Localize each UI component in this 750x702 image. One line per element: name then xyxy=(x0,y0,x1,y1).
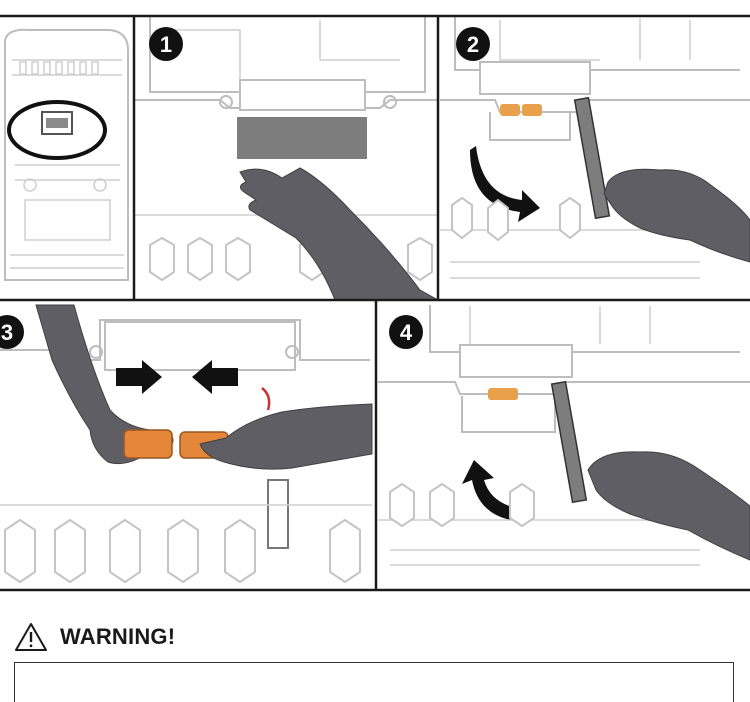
step-badge-2: 2 xyxy=(456,27,490,61)
panel-borders xyxy=(0,14,750,592)
svg-text:1: 1 xyxy=(160,32,172,57)
svg-text:4: 4 xyxy=(400,320,413,345)
step-1-panel xyxy=(135,16,440,301)
svg-text:2: 2 xyxy=(467,32,479,57)
step-3-panel xyxy=(0,304,373,584)
step-badge-4: 4 xyxy=(389,315,423,349)
hand-right-step-3 xyxy=(199,403,373,470)
hand-step-2 xyxy=(603,168,750,263)
rotate-arrow-step-4 xyxy=(462,460,532,522)
rotate-arrow-step-2 xyxy=(470,146,540,222)
instruction-illustration: 1 2 3 4 xyxy=(0,14,750,592)
connector-step-2 xyxy=(500,104,542,116)
release-lever-step-2 xyxy=(573,96,611,220)
warning-box xyxy=(14,662,734,702)
release-lever-step-3 xyxy=(267,479,289,549)
release-lever-step-4 xyxy=(550,380,588,504)
svg-text:3: 3 xyxy=(1,320,13,345)
push-arrows xyxy=(116,360,238,394)
grey-cover-block xyxy=(237,117,367,159)
step-2-panel xyxy=(440,16,750,279)
ice-maker-overview-panel xyxy=(0,16,134,300)
warning-title: WARNING! xyxy=(60,624,176,649)
step-4-panel xyxy=(378,305,750,566)
connector-step-4 xyxy=(488,388,518,400)
step-badge-3: 3 xyxy=(0,315,24,349)
hand-step-4 xyxy=(587,451,750,561)
warning-triangle-icon xyxy=(15,623,47,651)
step-badge-1: 1 xyxy=(149,27,183,61)
warning-header: WARNING! xyxy=(14,620,175,654)
hand-step-1 xyxy=(239,167,440,301)
highlight-circle xyxy=(7,100,107,160)
